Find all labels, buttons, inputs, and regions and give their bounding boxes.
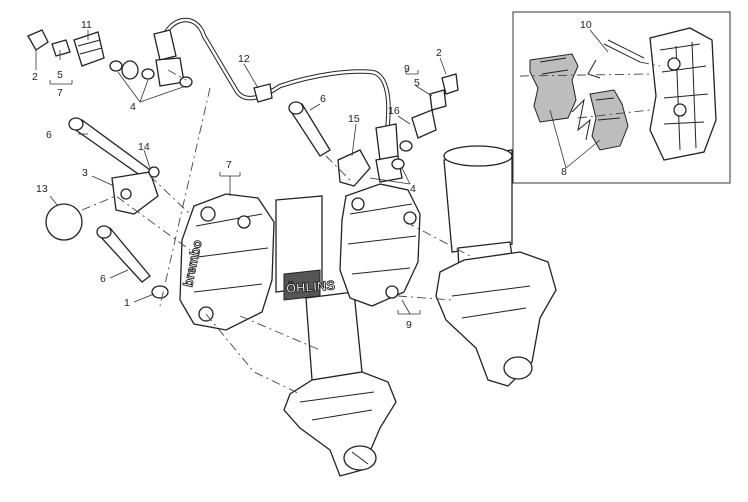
right-brake-caliper — [339, 183, 421, 307]
callout-12: 12 — [238, 53, 250, 65]
callout-2-left: 2 — [32, 71, 38, 83]
left-brake-caliper: brembo — [179, 193, 275, 331]
callout-5-left: 5 — [57, 69, 63, 81]
callout-16: 16 — [388, 105, 400, 117]
sensor-bracket — [111, 171, 159, 215]
bracket-nut — [148, 166, 160, 178]
fork-brand-label: ÖHLINS — [285, 278, 335, 296]
callout-9-top: 9 — [404, 63, 410, 75]
inset-brake-pad-rear — [589, 89, 629, 151]
callout-11: 11 — [81, 19, 92, 31]
callout-9-caliper: 9 — [406, 319, 412, 331]
callout-7-caliper: 7 — [226, 159, 232, 171]
brake-hose-assembly — [153, 17, 403, 183]
mounting-hardware — [45, 101, 371, 299]
right-fork-foot — [435, 251, 557, 387]
callout-3: 3 — [82, 167, 88, 179]
brake-pad-detail-inset: 10 8 — [512, 11, 731, 184]
copper-washer-5 — [391, 158, 405, 170]
assembly-lines — [81, 69, 471, 395]
inset-brake-pad-front — [529, 53, 579, 123]
callout-4-left: 4 — [130, 101, 136, 113]
callout-1: 1 — [124, 297, 130, 309]
copper-washer-3 — [179, 76, 193, 88]
inset-caliper-body — [649, 27, 717, 161]
left-fork-leg: ÖHLINS — [275, 195, 397, 477]
inset-pad-pin — [603, 43, 641, 63]
banjo-fitting-left — [121, 60, 139, 80]
copper-washer-1 — [109, 60, 123, 72]
copper-washer-4 — [399, 140, 413, 152]
callout-7-left: 7 — [57, 87, 63, 99]
callout-10: 10 — [580, 19, 592, 31]
left-fork-lower-slider — [305, 291, 363, 381]
cover-plug — [45, 203, 83, 241]
brake-hose-outer — [159, 17, 391, 153]
right-caliper-body — [339, 183, 421, 307]
callout-15: 15 — [348, 113, 360, 125]
bleed-cap-right — [441, 73, 459, 95]
left-fork-foot — [283, 371, 397, 477]
bleed-screw-right — [429, 89, 447, 111]
callout-labels: 2 5 7 11 4 12 6 14 3 13 7 6 1 6 15 4 16 … — [32, 19, 442, 331]
callout-2-right: 2 — [436, 47, 442, 59]
hose-clamp — [253, 83, 273, 103]
callout-8: 8 — [561, 166, 567, 178]
bleed-screw-left — [51, 39, 71, 57]
callout-13: 13 — [36, 183, 48, 195]
left-fork-upper-tube — [275, 195, 323, 293]
inset-split-pin — [587, 59, 601, 79]
callout-6-upper-left: 6 — [46, 129, 52, 141]
left-caliper-body — [179, 193, 275, 331]
callout-6-right: 6 — [320, 93, 326, 105]
callout-4-right: 4 — [410, 183, 416, 195]
leader-lines — [35, 30, 447, 315]
caliper-washer-left — [151, 285, 169, 299]
copper-washer-2 — [141, 68, 155, 80]
banjo-bolt-right — [411, 109, 437, 139]
bleed-cap-left — [27, 29, 49, 51]
bleed-valve-parts-left — [27, 29, 193, 88]
hose-fitting-right — [375, 123, 399, 161]
inset-pad-spring — [571, 98, 591, 141]
bleed-valve-parts-right — [391, 73, 459, 170]
callout-6-lower-left: 6 — [100, 273, 106, 285]
callout-14: 14 — [138, 141, 150, 153]
right-fork-leg — [435, 145, 557, 387]
right-axle-hole — [503, 356, 533, 380]
hose-guide-bracket — [337, 149, 371, 187]
callout-5-right: 5 — [414, 77, 420, 89]
hose-fitting-top-left — [153, 29, 177, 61]
